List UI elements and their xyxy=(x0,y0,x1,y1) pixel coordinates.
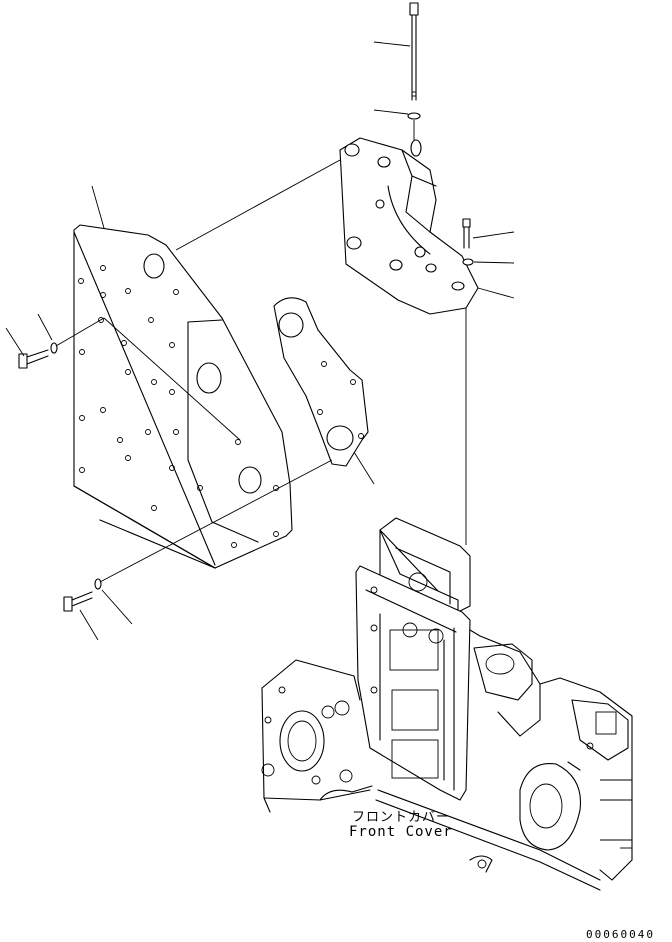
leader-small-bolt xyxy=(472,231,515,239)
leader-washer-left-upper xyxy=(37,313,53,341)
front-cover-housing xyxy=(355,517,471,801)
gasket xyxy=(273,297,369,467)
bolt-left-lower xyxy=(63,591,93,612)
washer-top xyxy=(407,112,421,120)
leader-long-bolt xyxy=(373,41,411,47)
leader-bolt-left-upper xyxy=(5,327,25,357)
bolt-left-upper xyxy=(18,349,49,369)
plate xyxy=(73,224,293,569)
front-cover-body xyxy=(261,629,633,891)
leader-washer-left-lower xyxy=(101,589,133,625)
leader-gasket xyxy=(353,451,375,485)
assembly-line-3 xyxy=(99,459,333,583)
assembly-line-1 xyxy=(175,159,341,251)
small-washer xyxy=(462,258,474,266)
bracket xyxy=(339,137,479,315)
leader-bracket xyxy=(477,287,515,299)
washer-left-upper xyxy=(50,342,58,354)
assembly-line-2 xyxy=(55,317,105,347)
figure-code: 00060040 xyxy=(586,928,655,941)
washer-left-lower xyxy=(94,578,102,590)
leader-small-washer xyxy=(473,261,515,264)
small-bolt xyxy=(462,218,471,249)
leader-bolt-left-lower xyxy=(79,609,99,641)
front-cover-label-jp: フロントカバー xyxy=(352,810,451,825)
leader-washer-top xyxy=(373,109,409,115)
front-cover-label-en: Front Cover xyxy=(349,824,453,840)
leader-plate xyxy=(91,185,105,229)
assembly-line-4 xyxy=(103,317,241,441)
long-bolt xyxy=(409,2,419,101)
